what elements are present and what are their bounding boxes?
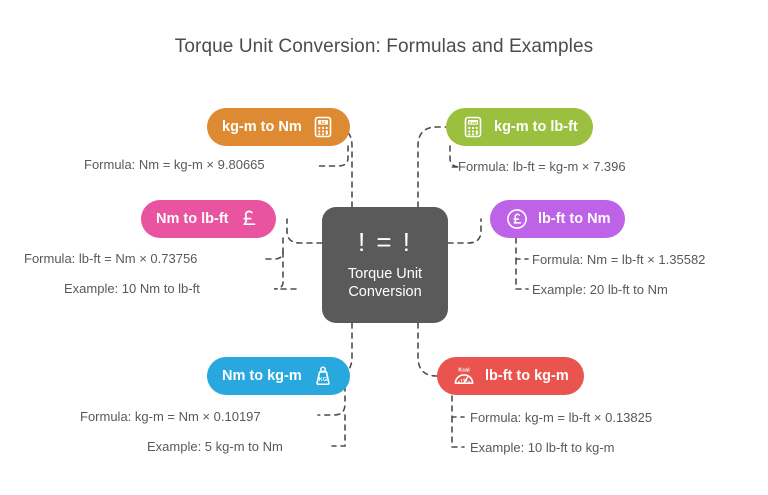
- node-nm-to-kg-m-label: Nm to kg-m: [222, 368, 302, 384]
- connector-nm-lbft-to-formula: [261, 237, 284, 260]
- connector-nm-kgm-to-formula: [317, 375, 346, 416]
- node-nm-to-lb-ft-label: Nm to lb-ft: [156, 211, 229, 227]
- node-lb-ft-to-kg-m[interactable]: Kcal lb-ft to kg-m: [437, 357, 584, 395]
- connector-lbft-nm-to-example: [515, 258, 529, 290]
- node-lb-ft-to-nm-label: lb-ft to Nm: [538, 211, 611, 227]
- calculator-kj-icon: kJ: [311, 115, 335, 139]
- center-node-label-line1: Torque Unit: [347, 266, 423, 282]
- node-kgm-to-lb-ft-label: kg-m to lb-ft: [494, 119, 578, 135]
- leaf-lb-ft-to-nm-formula: Formula: Nm = lb-ft × 1.35582: [532, 252, 706, 267]
- connector-nm-kgm-to-example: [331, 414, 346, 447]
- page-title: Torque Unit Conversion: Formulas and Exa…: [174, 36, 594, 57]
- center-node-label: Torque Unit Conversion: [348, 265, 422, 301]
- leaf-lb-ft-to-nm-example: Example: 20 lb-ft to Nm: [532, 282, 668, 297]
- leaf-nm-to-lb-ft-example: Example: 10 Nm to lb-ft: [64, 281, 200, 296]
- node-nm-to-lb-ft[interactable]: Nm to lb-ft: [141, 200, 277, 238]
- connector-center-to-lbft-kgm: [417, 322, 447, 377]
- connector-center-to-kgm-lbft: [417, 126, 447, 208]
- node-kgm-to-lb-ft[interactable]: Kcal kg-m to lb-ft: [446, 108, 593, 146]
- kg-weight-icon: KG: [311, 364, 335, 388]
- node-nm-to-kg-m[interactable]: Nm to kg-m KG: [207, 357, 350, 395]
- node-kgm-to-nm-label: kg-m to Nm: [222, 119, 302, 135]
- svg-text:kJ: kJ: [320, 120, 325, 125]
- leaf-kgm-to-nm-formula: Formula: Nm = kg-m × 9.80665: [84, 157, 265, 172]
- leaf-nm-to-kg-m-example: Example: 5 kg-m to Nm: [147, 439, 283, 454]
- connector-kgm-lbft-to-formula: [449, 145, 461, 168]
- leaf-lb-ft-to-kg-m-example: Example: 10 lb-ft to kg-m: [470, 440, 615, 455]
- balance-scale-icon: ! = !: [357, 227, 413, 257]
- center-node-torque-unit-conversion[interactable]: ! = ! Torque Unit Conversion: [322, 207, 448, 323]
- connector-nm-lbft-to-example: [273, 251, 297, 290]
- leaf-lb-ft-to-kg-m-formula: Formula: kg-m = lb-ft × 0.13825: [470, 410, 653, 425]
- leaf-nm-to-lb-ft-formula: Formula: lb-ft = Nm × 0.73756: [24, 251, 198, 266]
- svg-text:Kcal: Kcal: [469, 120, 477, 125]
- connector-lbft-nm-to-formula: [515, 237, 529, 260]
- connector-center-to-lbft-nm: [447, 218, 482, 244]
- kcal-scale-icon: Kcal: [452, 364, 476, 388]
- node-kgm-to-nm[interactable]: kg-m to Nm kJ: [207, 108, 350, 146]
- leaf-nm-to-kg-m-formula: Formula: kg-m = Nm × 0.10197: [80, 409, 261, 424]
- pound-sterling-circle-icon: [505, 207, 529, 231]
- connector-kgm-nm-to-formula: [317, 145, 349, 167]
- node-lb-ft-to-kg-m-label: lb-ft to kg-m: [485, 368, 569, 384]
- svg-text:Kcal: Kcal: [458, 367, 470, 373]
- calculator-kcal-icon: Kcal: [461, 115, 485, 139]
- pound-sterling-icon: [237, 207, 261, 231]
- svg-text:KG: KG: [319, 377, 327, 383]
- connector-lbft-kgm-to-example: [451, 416, 465, 448]
- node-lb-ft-to-nm[interactable]: lb-ft to Nm: [490, 200, 626, 238]
- leaf-kgm-to-lb-ft-formula: Formula: lb-ft = kg-m × 7.396: [458, 159, 626, 174]
- connector-center-to-nm-lbft: [286, 218, 323, 244]
- center-node-label-line2: Conversion: [348, 284, 422, 300]
